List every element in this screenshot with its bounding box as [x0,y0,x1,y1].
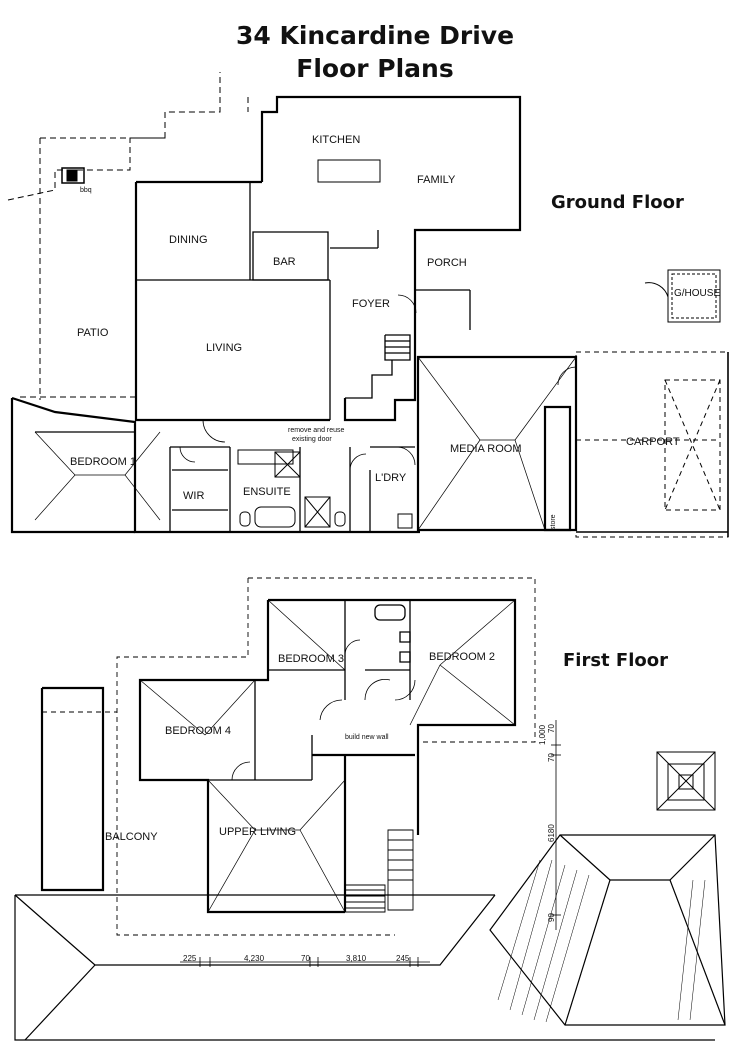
room-family: FAMILY [417,174,456,186]
plan-title-subtitle: Floor Plans [296,54,454,83]
room-porch: PORCH [427,257,467,269]
room-upper-living: UPPER LIVING [219,826,297,838]
dim-70: 70 [301,954,310,963]
note-build-new-wall: build new wall [345,734,389,741]
dim-225: 225 [183,954,197,963]
ground-floor-label: Ground Floor [551,192,684,213]
dim-v-70b: 70 [547,753,556,762]
room-bar: BAR [273,256,296,268]
room-media: MEDIA ROOM [450,443,522,455]
room-carport: CARPORT [626,436,680,448]
door-swings [180,295,576,470]
room-dining: DINING [169,234,208,246]
room-laundry: L'DRY [375,472,407,484]
dim-245: 245 [396,954,410,963]
room-living: LIVING [206,342,243,354]
glasshouse-structure [645,270,720,322]
note-remove-reuse-2: existing door [292,436,332,443]
bedroom1-roof-lines [35,432,160,520]
room-balcony: BALCONY [105,831,158,843]
patio-boundary [8,72,248,400]
note-bbq: bbq [80,187,92,194]
room-wir: WIR [183,490,205,502]
lower-roof [15,835,725,1040]
dim-v-1000: 1,000 [538,724,547,745]
dim-3810: 3,810 [346,954,367,963]
dimension-lines [180,720,561,967]
plan-title-address: 34 Kincardine Drive [235,21,515,50]
note-remove-reuse-1: remove and reuse [288,427,345,434]
room-foyer: FOYER [352,298,390,310]
kitchen-island [318,160,380,182]
first-floor-stairs [345,830,413,912]
dim-v-6180: 6180 [547,824,556,842]
first-floor-roof-outline [42,578,535,935]
dim-v-70a: 70 [547,724,556,733]
room-bedroom3: BEDROOM 3 [278,653,345,665]
dim-4230: 4,230 [244,954,265,963]
skylight-pyramid [657,752,715,810]
first-floor-walls [42,600,515,912]
room-glasshouse: G/HOUSE [674,288,721,299]
room-bedroom1: BEDROOM 1 [70,456,137,468]
room-bedroom2: BEDROOM 2 [429,651,496,663]
first-floor-interior [208,600,410,780]
room-ensuite: ENSUITE [243,486,291,498]
room-patio: PATIO [77,327,109,339]
note-store: store [550,514,557,530]
bbq-symbol [62,168,84,183]
ground-floor-walls [12,97,576,532]
room-kitchen: KITCHEN [312,134,361,146]
room-bedroom4: BEDROOM 4 [165,725,232,737]
first-floor-label: First Floor [563,650,669,671]
dim-v-90: 90 [547,913,556,922]
